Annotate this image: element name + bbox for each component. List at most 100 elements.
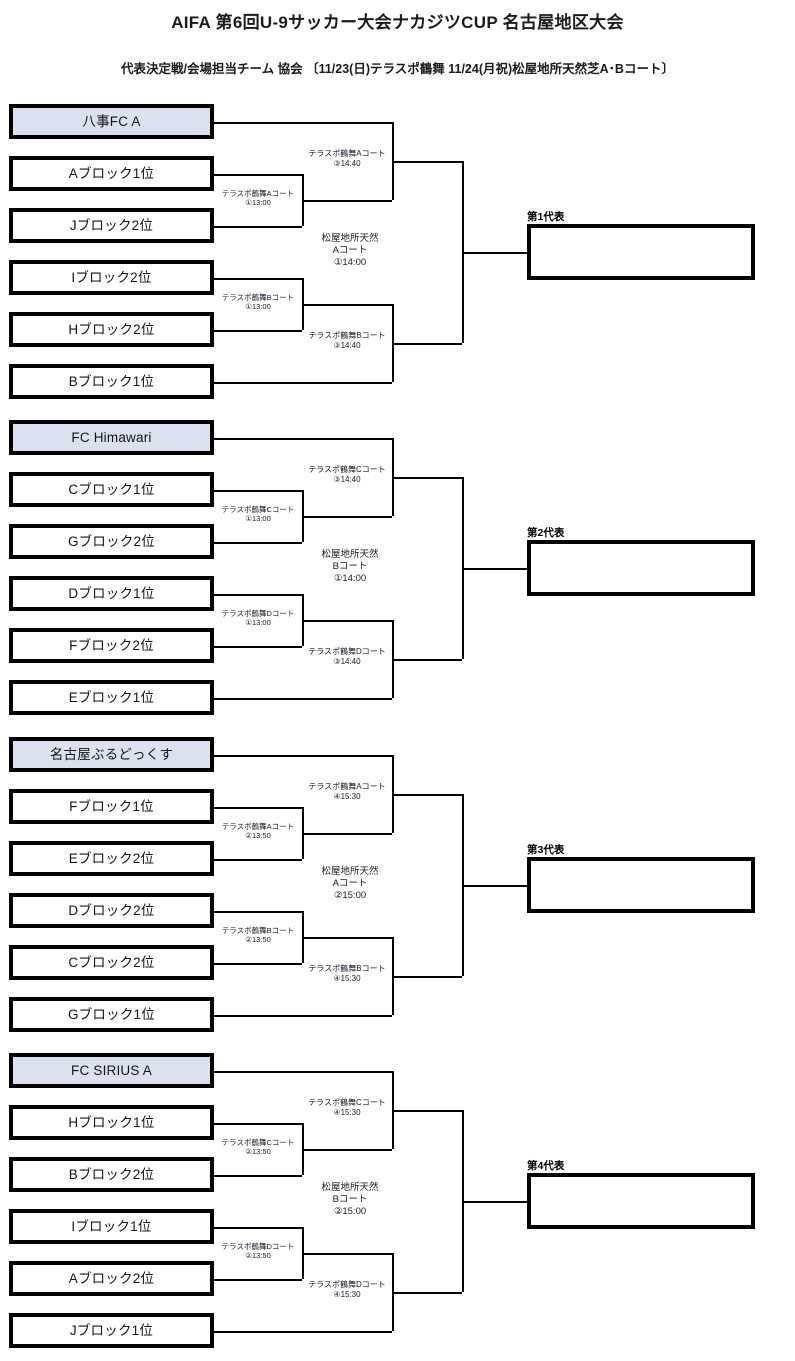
group-1-slot-4[interactable]: Iブロック2位 [9, 260, 214, 295]
group-1-sf-top-feed-winner [302, 199, 392, 202]
team-name: Iブロック1位 [71, 1218, 152, 1234]
team-name: Gブロック1位 [68, 1006, 155, 1022]
group-3-qf-bottom-label-line-1: テラスポ鶴舞Bコート [221, 925, 295, 935]
group-2-final-label-line-3: ①14:00 [333, 573, 367, 585]
group-2-sf-bottom-feed-seed [214, 697, 392, 700]
team-name: Dブロック1位 [68, 585, 155, 601]
group-1-final-label-line-3: ①14:00 [333, 257, 367, 269]
group-3-slot-2[interactable]: Fブロック1位 [9, 789, 214, 824]
group-4-qf-top-feed-a [214, 1122, 302, 1125]
group-2-slot-5[interactable]: Fブロック2位 [9, 628, 214, 663]
group-3-slot-3[interactable]: Eブロック2位 [9, 841, 214, 876]
group-1-slot-6[interactable]: Bブロック1位 [9, 364, 214, 399]
group-3-sf-bottom-feed-seed [214, 1014, 392, 1017]
group-1-sf-bottom-label-line-2: ③14:40 [333, 340, 361, 350]
group-1-sf-top-label-line-1: テラスポ鶴舞Aコート [308, 148, 386, 158]
group-4-slot-1[interactable]: FC SIRIUS A [9, 1053, 214, 1088]
group-4-slot-5[interactable]: Aブロック2位 [9, 1261, 214, 1296]
group-2-slot-4[interactable]: Dブロック1位 [9, 576, 214, 611]
group-2-qf-top-label-line-2: ①13:00 [245, 513, 271, 523]
group-1-sf-bottom-feed-seed [214, 381, 392, 384]
group-2-slot-1[interactable]: FC Himawari [9, 420, 214, 455]
team-name: Cブロック2位 [68, 954, 155, 970]
group-1-slot-2[interactable]: Aブロック1位 [9, 156, 214, 191]
group-2-rep-box[interactable] [527, 539, 755, 596]
group-2-qf-top-feed-b [214, 541, 302, 544]
group-1-qf-bottom-feed-b [214, 329, 302, 332]
group-1-qf-bottom-label-line-2: ①13:00 [245, 301, 271, 311]
team-name: Gブロック2位 [68, 533, 155, 549]
group-3-qf-bottom-label-line-2: ②13:50 [245, 934, 271, 944]
group-3-final-label-line-1: 松屋地所天然 [321, 865, 379, 877]
group-3-rep-box[interactable] [527, 856, 755, 913]
team-name: FC Himawari [71, 429, 152, 445]
group-4-rep-box[interactable] [527, 1172, 755, 1229]
group-4-sf-top-label-line-1: テラスポ鶴舞Cコート [308, 1097, 386, 1107]
page-subtitle: 代表決定戦/会場担当チーム 協会 〔11/23(日)テラスポ鶴舞 11/24(月… [121, 62, 674, 76]
group-3-slot-1[interactable]: 名古屋ぶるどっくす [9, 737, 214, 772]
group-2-slot-6[interactable]: Eブロック1位 [9, 680, 214, 715]
group-1-sf-bottom-feed-winner [302, 303, 392, 306]
group-1-rep-box[interactable] [527, 223, 755, 280]
team-name: Eブロック1位 [68, 689, 155, 705]
group-2-rep-title: 第2代表 [527, 526, 565, 539]
group-4-slot-3[interactable]: Bブロック2位 [9, 1157, 214, 1192]
group-1-rep-title: 第1代表 [527, 210, 565, 223]
group-2-slot-3[interactable]: Gブロック2位 [9, 524, 214, 559]
group-2-slot-2[interactable]: Cブロック1位 [9, 472, 214, 507]
group-2-sf-top-feed-seed [214, 437, 392, 440]
group-2-qf-top-feed-a [214, 489, 302, 492]
group-4-slot-4[interactable]: Iブロック1位 [9, 1209, 214, 1244]
team-name: Jブロック1位 [69, 1322, 154, 1338]
group-3-qf-top-feed-a [214, 806, 302, 809]
group-4-slot-6[interactable]: Jブロック1位 [9, 1313, 214, 1348]
group-4-sf-bottom-feed-winner [302, 1252, 392, 1255]
group-4-qf-bottom-feed-a [214, 1226, 302, 1229]
group-3-final-feed-top [392, 793, 462, 796]
group-4-slot-2[interactable]: Hブロック1位 [9, 1105, 214, 1140]
group-3-final-feed-bottom [392, 975, 462, 978]
group-1-qf-bottom-feed-a [214, 277, 302, 280]
team-name: Dブロック2位 [68, 902, 155, 918]
page-title: AIFA 第6回U-9サッカー大会ナカジツCUP 名古屋地区大会 [171, 13, 624, 32]
group-3-slot-5[interactable]: Cブロック2位 [9, 945, 214, 980]
team-name: 八事FC A [82, 113, 141, 129]
group-3-qf-top-label-line-1: テラスポ鶴舞Aコート [221, 821, 295, 831]
group-1-slot-3[interactable]: Jブロック2位 [9, 208, 214, 243]
group-2-sf-top-feed-winner [302, 515, 392, 518]
group-3-qf-top-feed-b [214, 858, 302, 861]
group-3-sf-top-feed-seed [214, 754, 392, 757]
group-2-qf-bottom-label-line-1: テラスポ鶴舞Dコート [221, 608, 295, 618]
group-4-qf-bottom-label-line-1: テラスポ鶴舞Dコート [221, 1241, 295, 1251]
group-1-slot-5[interactable]: Hブロック2位 [9, 312, 214, 347]
group-3-slot-4[interactable]: Dブロック2位 [9, 893, 214, 928]
group-2-sf-top-label-line-1: テラスポ鶴舞Cコート [308, 464, 386, 474]
group-2-qf-top-label-line-1: テラスポ鶴舞Cコート [221, 504, 295, 514]
group-4-sf-top-feed-winner [302, 1148, 392, 1151]
group-2-qf-bottom-label-line-2: ①13:00 [245, 617, 271, 627]
group-3-slot-6[interactable]: Gブロック1位 [9, 997, 214, 1032]
group-1-qf-top-feed-b [214, 225, 302, 228]
group-1-qf-top-feed-a [214, 173, 302, 176]
group-4-qf-top-feed-b [214, 1174, 302, 1177]
group-4-sf-bottom-label-line-1: テラスポ鶴舞Dコート [308, 1279, 386, 1289]
group-3-sf-bottom-feed-winner [302, 936, 392, 939]
team-name: 名古屋ぶるどっくす [49, 746, 174, 762]
group-1-slot-1[interactable]: 八事FC A [9, 104, 214, 139]
group-1-sf-top-feed-seed [214, 121, 392, 124]
group-2-qf-bottom-feed-a [214, 593, 302, 596]
team-name: Cブロック1位 [68, 481, 155, 497]
team-name: FC SIRIUS A [71, 1062, 152, 1078]
group-2-final-to-rep [462, 567, 527, 570]
